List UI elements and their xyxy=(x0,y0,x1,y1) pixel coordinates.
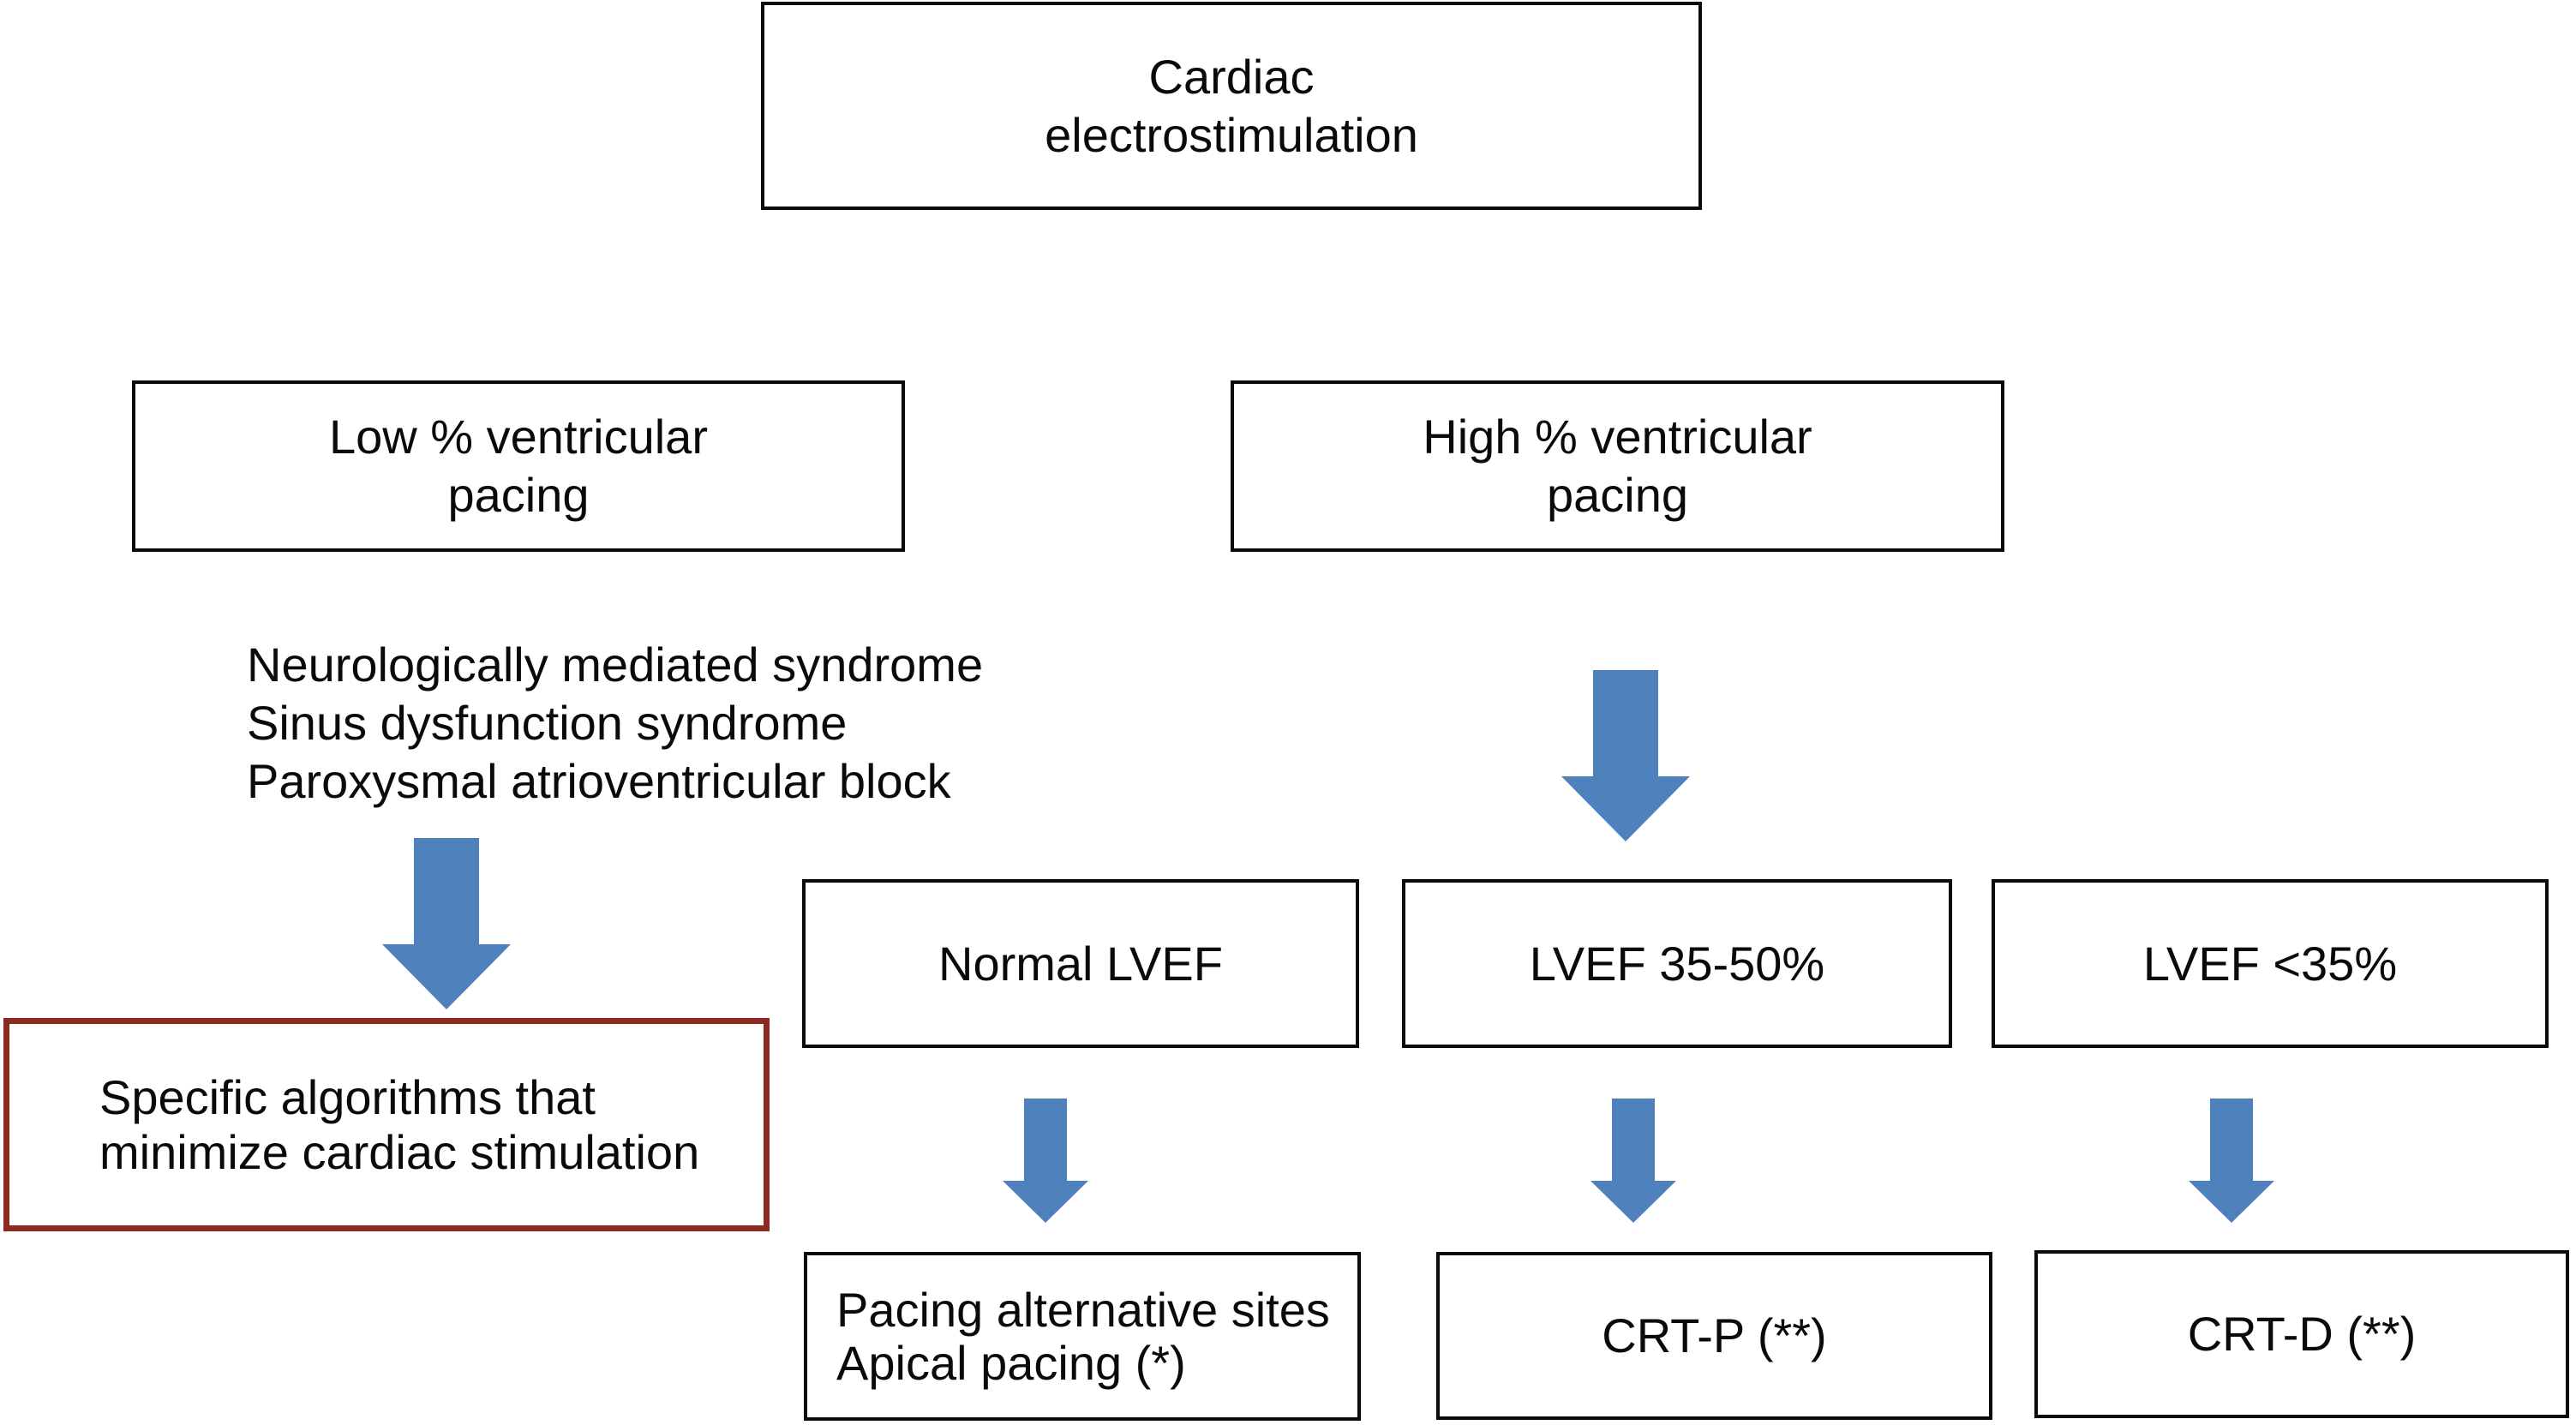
node-cardiac-electrostimulation: Cardiac electrostimulation xyxy=(761,2,1702,210)
node-label-line: minimize cardiac stimulation xyxy=(99,1124,700,1179)
node-label-line: Normal LVEF xyxy=(938,936,1223,991)
indication-line: Sinus dysfunction syndrome xyxy=(247,696,848,750)
node-specific-algorithms: Specific algorithms that minimize cardia… xyxy=(3,1018,770,1231)
node-lvef-35-50: LVEF 35-50% xyxy=(1402,879,1952,1048)
down-arrow-icon xyxy=(2189,1099,2274,1223)
down-arrow-icon xyxy=(1003,1099,1088,1223)
down-arrow-icon xyxy=(1561,670,1690,841)
node-label-line: Specific algorithms that xyxy=(99,1069,596,1124)
indication-line: Paroxysmal atrioventricular block xyxy=(247,754,951,808)
node-crt-p: CRT-P (**) xyxy=(1436,1252,1992,1420)
node-label-line: LVEF <35% xyxy=(2142,936,2398,991)
node-label-line: High % ventricular xyxy=(1423,410,1812,464)
node-label-line: Pacing alternative sites xyxy=(836,1282,1330,1337)
node-high-percent-ventricular-pacing: High % ventricular pacing xyxy=(1231,380,2004,552)
node-label-line: CRT-P (**) xyxy=(1602,1308,1827,1362)
node-normal-lvef: Normal LVEF xyxy=(802,879,1359,1048)
down-arrow-icon xyxy=(382,838,511,1009)
node-label-line: CRT-D (**) xyxy=(2187,1307,2417,1361)
node-label-line: electrostimulation xyxy=(1045,107,1418,162)
node-lvef-under-35: LVEF <35% xyxy=(1992,879,2549,1048)
indications-text-block: Neurologically mediated syndrome Sinus d… xyxy=(247,636,983,811)
node-label-line: pacing xyxy=(447,468,590,522)
node-crt-d: CRT-D (**) xyxy=(2034,1250,2569,1418)
node-low-percent-ventricular-pacing: Low % ventricular pacing xyxy=(132,380,905,552)
node-label-line: Apical pacing (*) xyxy=(836,1335,1186,1390)
node-label-line: pacing xyxy=(1546,468,1689,522)
node-pacing-alternative-sites: Pacing alternative sites Apical pacing (… xyxy=(804,1252,1361,1421)
node-label-line: LVEF 35-50% xyxy=(1529,936,1825,991)
node-label-line: Cardiac xyxy=(1148,49,1315,104)
node-label-line: Low % ventricular xyxy=(329,410,708,464)
down-arrow-icon xyxy=(1591,1099,1676,1223)
indication-line: Neurologically mediated syndrome xyxy=(247,638,984,692)
